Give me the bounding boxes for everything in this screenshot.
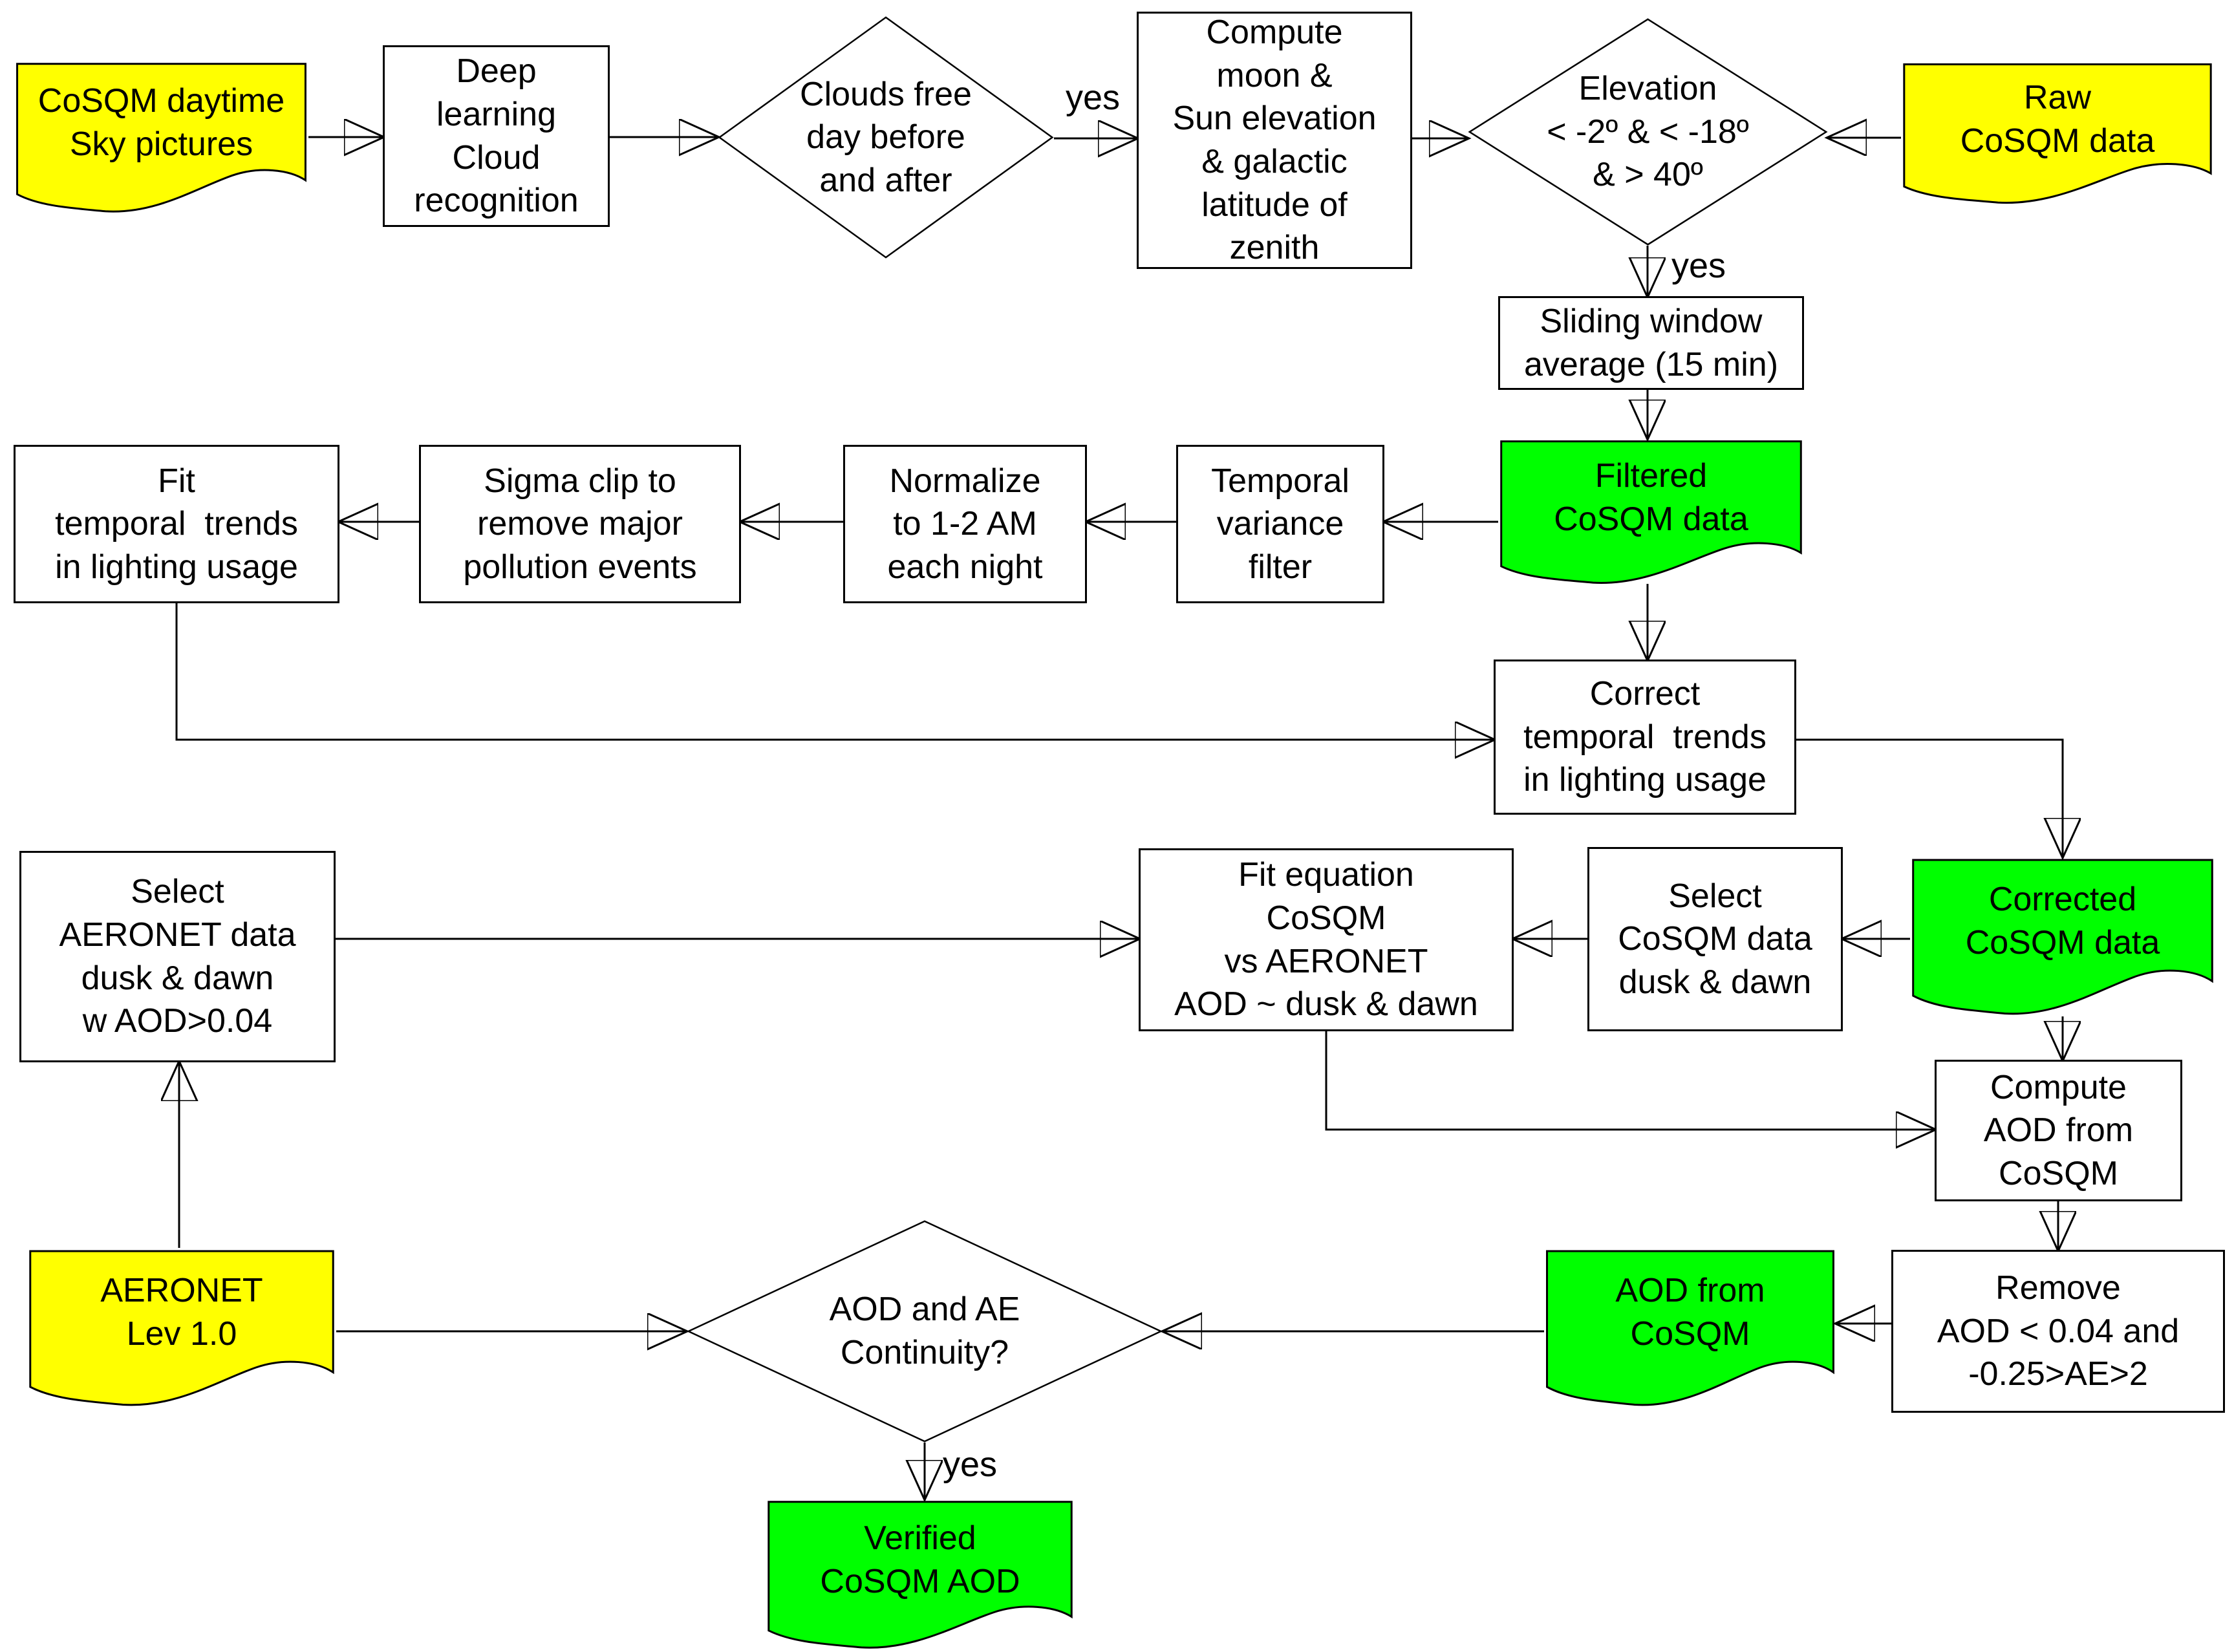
node-label: Compute moon & Sun elevation & galactic …: [1172, 14, 1377, 267]
node-label: AOD from CoSQM: [1615, 1272, 1765, 1353]
node-correct-temporal-trends: Correct temporal trends in lighting usag…: [1494, 660, 1796, 815]
node-compute-moon-sun-elevation: Compute moon & Sun elevation & galactic …: [1137, 12, 1412, 269]
document-shape: [1910, 857, 2215, 1018]
diamond-shape: [718, 16, 1054, 259]
document-shape: [14, 61, 308, 216]
node-normalize-night: Normalize to 1-2 AM each night: [843, 445, 1087, 603]
node-verified-cosqm-aod: Verified CoSQM AOD: [766, 1499, 1075, 1652]
node-temporal-variance-filter: Temporal variance filter: [1176, 445, 1384, 603]
node-label: Normalize to 1-2 AM each night: [887, 462, 1043, 586]
node-sliding-window-average: Sliding window average (15 min): [1498, 296, 1804, 390]
document-shape: [27, 1248, 336, 1410]
document-shape: [1544, 1248, 1836, 1410]
edge-fitequation-to-computeaod: [1325, 1031, 1935, 1130]
node-continuity-decision: AOD and AE Continuity?: [686, 1220, 1163, 1443]
node-label: AERONET Lev 1.0: [100, 1272, 263, 1353]
node-corrected-cosqm-data: Corrected CoSQM data: [1910, 857, 2215, 1018]
node-label: Select AERONET data dusk & dawn w AOD>0.…: [59, 873, 296, 1040]
node-raw-cosqm-data: Raw CoSQM data: [1901, 61, 2214, 207]
node-label: Remove AOD < 0.04 and -0.25>AE>2: [1937, 1269, 2180, 1393]
node-label: Fit temporal trends in lighting usage: [55, 462, 298, 586]
node-fit-temporal-trends: Fit temporal trends in lighting usage: [14, 445, 339, 603]
node-cosqm-daytime-pictures: CoSQM daytime Sky pictures: [14, 61, 308, 216]
node-fit-equation: Fit equation CoSQM vs AERONET AOD ~ dusk…: [1139, 848, 1514, 1031]
node-elevation-decision: Elevation < -2º & < -18º & > 40º: [1468, 18, 1828, 246]
edge-correcttrends-to-corrected: [1796, 738, 2063, 857]
edge-label-continuity-yes: yes: [943, 1445, 998, 1484]
node-label: Verified CoSQM AOD: [820, 1519, 1020, 1600]
diamond-shape: [686, 1220, 1163, 1443]
node-label: Sliding window average (15 min): [1523, 302, 1779, 383]
node-filtered-cosqm-data: Filtered CoSQM data: [1498, 438, 1804, 587]
edge-fittrends-to-correcttrends: [175, 603, 1494, 740]
node-aeronet-lev: AERONET Lev 1.0: [27, 1248, 336, 1410]
node-sigma-clip: Sigma clip to remove major pollution eve…: [419, 445, 741, 603]
document-shape: [766, 1499, 1075, 1652]
node-remove-aod: Remove AOD < 0.04 and -0.25>AE>2: [1891, 1250, 2225, 1413]
document-shape: [1498, 438, 1804, 587]
node-label: AOD and AE Continuity?: [829, 1291, 1020, 1371]
node-label: Compute AOD from CoSQM: [1983, 1068, 2134, 1192]
node-aod-from-cosqm: AOD from CoSQM: [1544, 1248, 1836, 1410]
node-label: CoSQM daytime Sky pictures: [38, 82, 285, 163]
node-label: Temporal variance filter: [1211, 462, 1349, 586]
document-shape: [1901, 61, 2214, 207]
node-clouds-free-decision: Clouds free day before and after: [718, 16, 1054, 259]
node-deep-learning: Deep learning Cloud recognition: [383, 45, 610, 227]
node-label: Corrected CoSQM data: [1965, 881, 2160, 961]
node-label: Sigma clip to remove major pollution eve…: [463, 462, 697, 586]
node-label: Deep learning Cloud recognition: [414, 52, 579, 220]
node-select-aeronet-data: Select AERONET data dusk & dawn w AOD>0.…: [19, 851, 336, 1062]
node-label: Clouds free day before and after: [800, 75, 972, 199]
node-label: Select CoSQM data dusk & dawn: [1618, 877, 1812, 1001]
node-label: Fit equation CoSQM vs AERONET AOD ~ dusk…: [1174, 856, 1478, 1024]
node-label: Filtered CoSQM data: [1554, 457, 1748, 538]
edge-label-clouds-free-yes: yes: [1066, 78, 1121, 117]
node-compute-aod: Compute AOD from CoSQM: [1935, 1060, 2182, 1201]
node-select-cosqm-dusk-dawn: Select CoSQM data dusk & dawn: [1587, 847, 1843, 1031]
node-label: Elevation < -2º & < -18º & > 40º: [1547, 70, 1749, 194]
node-label: Correct temporal trends in lighting usag…: [1523, 675, 1767, 799]
node-label: Raw CoSQM data: [1960, 79, 2155, 160]
edge-label-elevation-yes: yes: [1671, 246, 1726, 285]
diamond-shape: [1468, 18, 1828, 246]
